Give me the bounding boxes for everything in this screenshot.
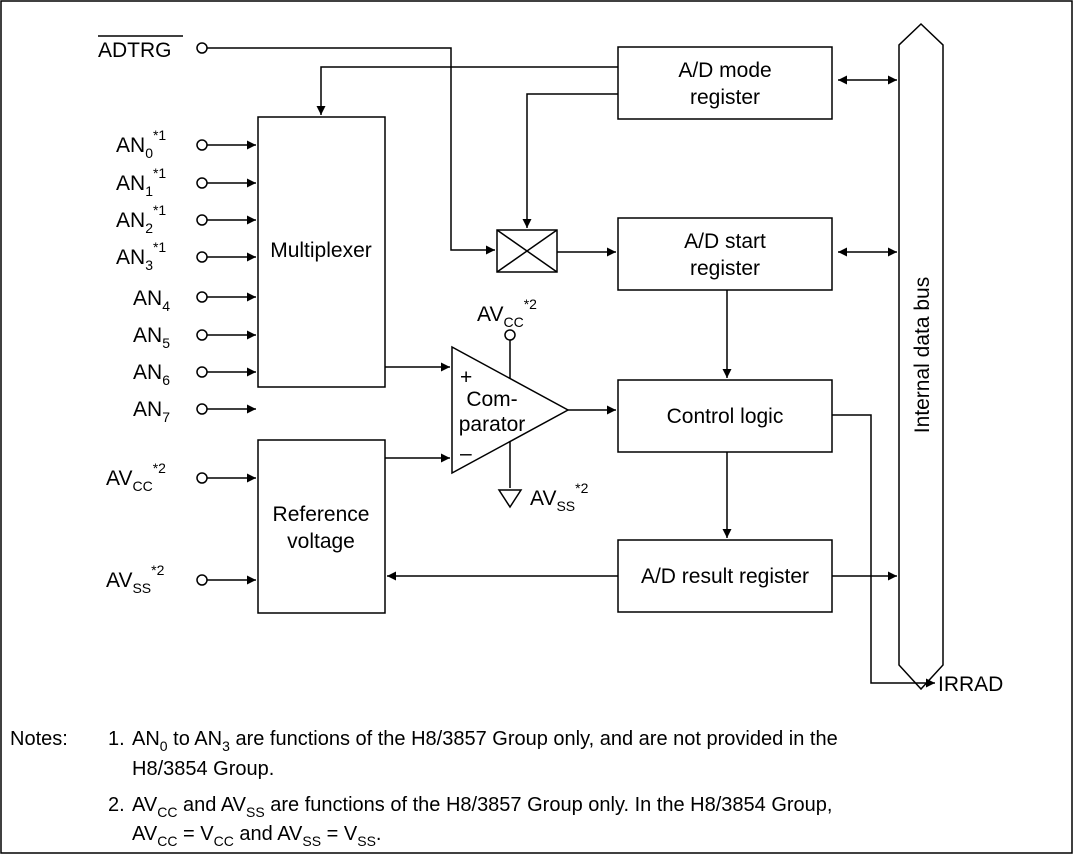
mode-to-multiplexer-wire [316,66,618,115]
reference-voltage [257,439,386,614]
an-pin: AN5 [133,324,256,351]
reference-voltage-label-1: Reference [273,503,370,526]
reference-voltage-label-2: voltage [287,530,355,553]
svg-text:AN7: AN7 [133,398,170,425]
an-pin: AN2*1 [116,202,256,236]
irrad-wire [832,414,935,688]
multiplexer [257,116,386,388]
ad-start-register-label-1: A/D start [684,230,766,253]
ref-avcc-terminal [196,472,208,484]
ref-avss-label: AVSS*2 [106,562,165,596]
notes-heading: Notes: [10,728,68,750]
internal-data-bus [898,22,944,691]
ad-mode-register-label-2: register [690,86,760,109]
internal-data-bus-label: Internal data bus [911,277,934,433]
control-logic-label: Control logic [667,405,784,428]
note-2-number: 2. [108,794,125,816]
note-2-line-1: AVCC and AVSS are functions of the H8/38… [132,794,832,820]
svg-text:AN6: AN6 [133,361,170,388]
trigger-switch [496,229,558,273]
comparator-avss-label: AVSS*2 [530,480,589,514]
an-pin: AN6 [133,361,256,388]
an-pin: AN0*1 [116,127,256,161]
irrad-label: IRRAD [938,673,1003,696]
svg-text:AN5: AN5 [133,324,170,351]
adtrg-wire [207,47,495,255]
an-pin: AN4 [133,287,256,314]
svg-text:AN2*1: AN2*1 [116,202,166,236]
ref-avss-terminal [196,574,208,586]
ground-symbol [497,489,523,509]
multiplexer-label: Multiplexer [270,239,372,262]
svg-text:AN1*1: AN1*1 [116,165,166,199]
note-1-line-1: AN0 to AN3 are functions of the H8/3857 … [132,728,838,754]
comparator-label-2: parator [459,413,526,436]
adtrg-terminal [196,42,208,54]
control-logic [617,379,833,453]
an-pin: AN1*1 [116,165,256,199]
comparator-avcc-terminal [504,329,516,341]
ad-mode-register [617,46,833,120]
ad-start-register-label-2: register [690,257,760,280]
note-1-line-2: H8/3854 Group. [132,758,274,780]
an-pin: AN7 [133,398,256,425]
ad-mode-register-label-1: A/D mode [678,59,771,82]
ad-start-register [617,217,833,291]
adtrg-label: ADTRG [98,39,172,62]
comparator-minus-sign: – [460,442,472,465]
adtrg-pin: ADTRG [98,35,208,62]
ad-result-register-label: A/D result register [641,565,809,588]
comparator-avcc-label: AVCC*2 [477,296,537,330]
mode-to-switch-wire [522,93,618,228]
note-1-number: 1. [108,728,125,750]
comparator-plus-sign: + [460,366,472,389]
comparator-label-1: Com- [466,388,517,411]
an-pins: AN0*1 AN1*1 AN2*1 AN3*1 AN4 AN5 [116,127,256,425]
an-pin: AN3*1 [116,239,256,273]
svg-text:AN3*1: AN3*1 [116,239,166,273]
ref-avcc-label: AVCC*2 [106,460,166,494]
svg-text:AN0*1: AN0*1 [116,127,166,161]
notes: Notes: 1. AN0 to AN3 are functions of th… [10,728,838,849]
note-2-line-2: AVCC = VCC and AVSS = VSS. [132,823,381,849]
svg-text:AN4: AN4 [133,287,170,314]
